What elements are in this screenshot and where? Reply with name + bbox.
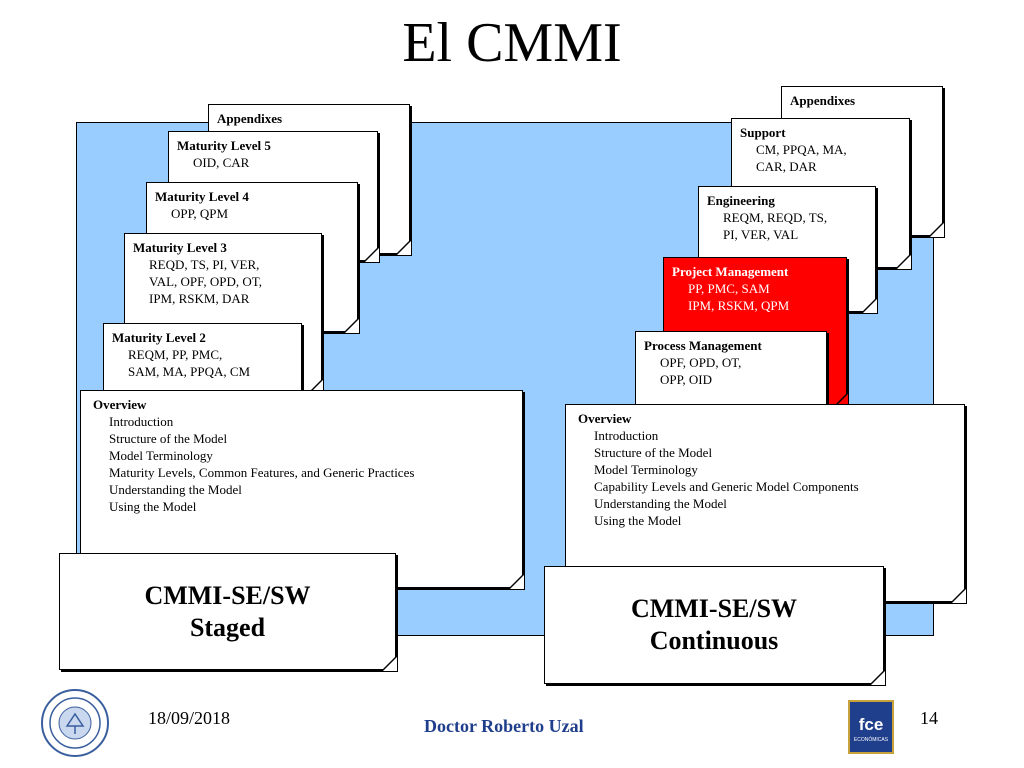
folded-corner-icon <box>927 220 945 238</box>
engineering-category-heading: Engineering <box>707 193 775 208</box>
continuous-appendixes-heading: Appendixes <box>790 93 856 108</box>
faculty-logo-mark: fce <box>858 715 884 734</box>
staged-model-label-box: CMMI-SE/SW Staged <box>59 553 398 672</box>
faculty-logo: fce ECONÓMICAS <box>848 700 894 754</box>
continuous-overview-item: Using the Model <box>594 513 682 528</box>
slide-author: Doctor Roberto Uzal <box>424 716 584 736</box>
support-category-areas-line1: CM, PPQA, MA, <box>756 142 847 157</box>
slide-title: El CMMI <box>402 12 622 74</box>
continuous-overview-item: Capability Levels and Generic Model Comp… <box>594 479 859 494</box>
continuous-overview-heading: Overview <box>578 411 632 426</box>
process-management-category-heading: Process Management <box>644 338 762 353</box>
staged-overview-item: Model Terminology <box>109 448 213 463</box>
continuous-overview-item: Introduction <box>594 428 659 443</box>
project-management-category-heading: Project Management <box>672 264 789 279</box>
folded-corner-icon <box>362 245 380 263</box>
slide-date: 18/09/2018 <box>148 708 231 728</box>
project-management-category-areas-line2: IPM, RSKM, QPM <box>688 298 790 313</box>
staged-overview-item: Understanding the Model <box>109 482 242 497</box>
support-category-heading: Support <box>740 125 786 140</box>
continuous-overview-item: Understanding the Model <box>594 496 727 511</box>
folded-corner-icon <box>380 654 398 672</box>
process-management-category-areas-line1: OPF, OPD, OT, <box>660 355 742 370</box>
process-management-category-doc: Process Management OPF, OPD, OT, OPP, OI… <box>635 331 829 443</box>
continuous-overview-item: Model Terminology <box>594 462 698 477</box>
folded-corner-icon <box>894 252 912 270</box>
folded-corner-icon <box>860 296 878 314</box>
maturity-level-3-areas-line1: REQD, TS, PI, VER, <box>149 257 260 272</box>
slide-page-number: 14 <box>920 708 938 728</box>
maturity-level-2-areas-line1: REQM, PP, PMC, <box>128 347 223 362</box>
engineering-category-areas-line1: REQM, REQD, TS, <box>723 210 828 225</box>
continuous-model-label-box: CMMI-SE/SW Continuous <box>544 566 886 686</box>
maturity-level-2-heading: Maturity Level 2 <box>112 330 206 345</box>
folded-corner-icon <box>949 586 967 604</box>
staged-appendixes-heading: Appendixes <box>217 111 283 126</box>
continuous-overview-item: Structure of the Model <box>594 445 713 460</box>
engineering-category-areas-line2: PI, VER, VAL <box>723 227 799 242</box>
university-seal-logo <box>40 688 110 758</box>
support-category-areas-line2: CAR, DAR <box>756 159 817 174</box>
maturity-level-3-areas-line3: IPM, RSKM, DAR <box>149 291 250 306</box>
staged-overview-item: Structure of the Model <box>109 431 228 446</box>
maturity-level-5-areas: OID, CAR <box>193 155 250 170</box>
folded-corner-icon <box>868 668 886 686</box>
maturity-level-4-areas: OPP, QPM <box>171 206 229 221</box>
staged-overview-item: Using the Model <box>109 499 197 514</box>
staged-model-name: CMMI-SE/SW <box>144 580 311 610</box>
maturity-level-4-heading: Maturity Level 4 <box>155 189 249 204</box>
maturity-level-5-heading: Maturity Level 5 <box>177 138 271 153</box>
project-management-category-areas-line1: PP, PMC, SAM <box>688 281 770 296</box>
staged-overview-item: Introduction <box>109 414 174 429</box>
folded-corner-icon <box>342 316 360 334</box>
process-management-category-areas-line2: OPP, OID <box>660 372 713 387</box>
maturity-level-3-areas-line2: VAL, OPF, OPD, OT, <box>149 274 262 289</box>
faculty-logo-subtitle: ECONÓMICAS <box>853 737 889 743</box>
continuous-model-type: Continuous <box>649 626 779 655</box>
staged-model-type: Staged <box>189 612 266 642</box>
maturity-level-3-heading: Maturity Level 3 <box>133 240 227 255</box>
continuous-model-name: CMMI-SE/SW <box>630 594 798 623</box>
staged-overview-item: Maturity Levels, Common Features, and Ge… <box>109 465 415 480</box>
maturity-level-2-areas-line2: SAM, MA, PPQA, CM <box>128 364 251 379</box>
folded-corner-icon <box>507 572 525 590</box>
staged-overview-heading: Overview <box>93 397 147 412</box>
folded-corner-icon <box>394 238 412 256</box>
